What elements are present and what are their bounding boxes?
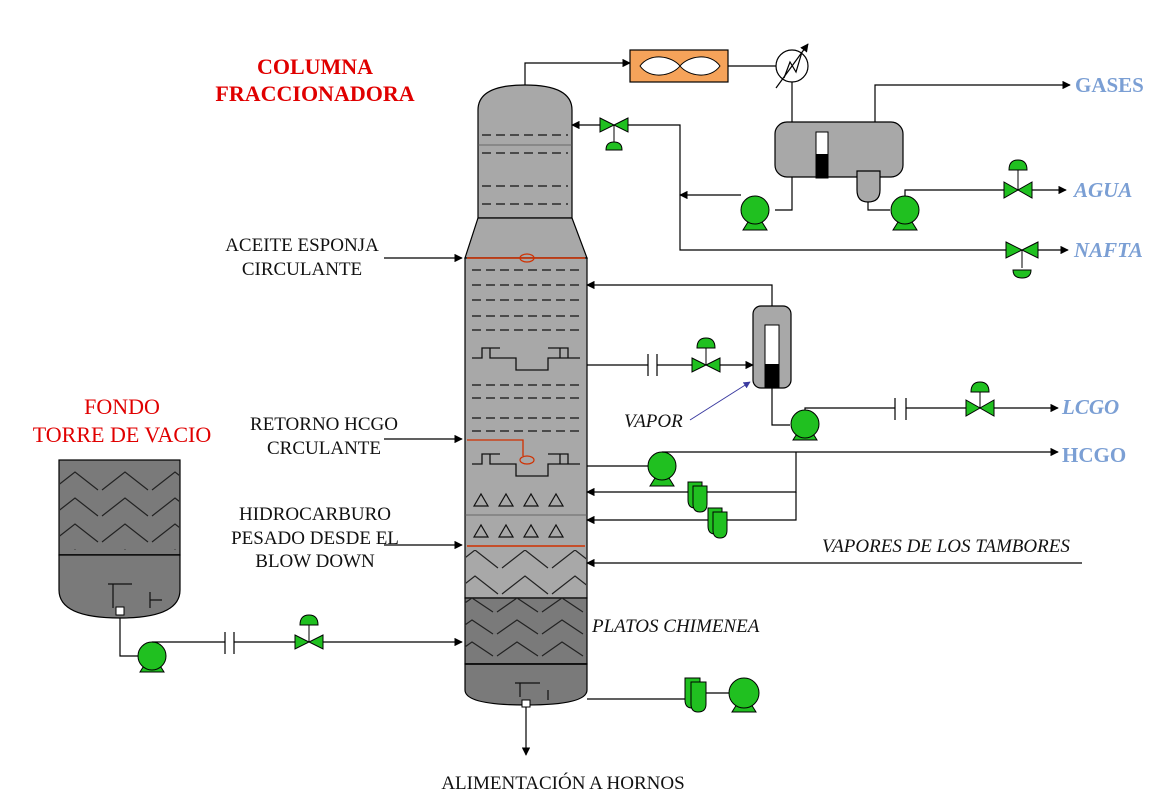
- platos-chimenea-label: PLATOS CHIMENEA: [591, 616, 760, 637]
- condenser-icon: [775, 43, 809, 89]
- control-valve-icon: [1003, 159, 1033, 199]
- pump-icon: [707, 507, 728, 539]
- pump-icon: [687, 481, 708, 513]
- pump-icon: [647, 451, 677, 487]
- side-stripper: [586, 280, 1059, 441]
- overhead-system: [524, 43, 1071, 279]
- gases-label: GASES: [1075, 73, 1144, 97]
- control-valve-icon: [599, 117, 629, 151]
- retorno-label-2: CRCULANTE: [267, 438, 381, 459]
- hidro-label-2: PESADO DESDE EL: [231, 528, 399, 549]
- pump-icon: [137, 641, 167, 673]
- aceite-label-1: ACEITE ESPONJA: [225, 235, 379, 256]
- lcgo-label: LCGO: [1061, 395, 1119, 419]
- bottom-label: ALIMENTACIÓN A HORNOS: [441, 772, 684, 794]
- pump-icon: [728, 677, 760, 713]
- retorno-label-1: RETORNO HCGO: [250, 414, 398, 435]
- vapores-tambores-label: VAPORES DE LOS TAMBORES: [822, 536, 1070, 557]
- agua-label: AGUA: [1072, 178, 1132, 202]
- nafta-label: NAFTA: [1073, 238, 1143, 262]
- vapor-label: VAPOR: [624, 411, 683, 432]
- vacuum-tower-label-2: TORRE DE VACIO: [33, 422, 211, 447]
- fractionating-column: [464, 84, 588, 708]
- hidro-label-3: BLOW DOWN: [255, 551, 375, 572]
- vacuum-tower-bottom: [58, 459, 181, 619]
- orifice-plate-icon: [647, 354, 658, 376]
- title-line1: COLUMNA: [257, 54, 373, 79]
- orifice-plate-icon: [894, 398, 907, 420]
- control-valve-icon: [691, 337, 721, 373]
- hidro-label-1: HIDROCARBURO: [239, 504, 391, 525]
- pump-icon: [890, 195, 920, 231]
- control-valve-icon: [965, 381, 995, 417]
- title-line2: FRACCIONADORA: [215, 81, 414, 106]
- pump-icon: [790, 409, 820, 441]
- heat-exchanger-icon: [629, 49, 729, 83]
- stripper-icon: [752, 305, 792, 389]
- control-valve-icon: [294, 614, 324, 650]
- pump-icon: [684, 677, 707, 713]
- control-valve-icon: [1005, 241, 1039, 279]
- reflux-drum-icon: [774, 121, 904, 203]
- hcgo-label: HCGO: [1062, 443, 1126, 467]
- hcgo-system: [586, 447, 1082, 568]
- vacuum-tower-label-1: FONDO: [84, 394, 160, 419]
- orifice-plate-icon: [224, 632, 235, 654]
- aceite-label-2: CIRCULANTE: [242, 259, 362, 280]
- pump-icon: [740, 195, 770, 231]
